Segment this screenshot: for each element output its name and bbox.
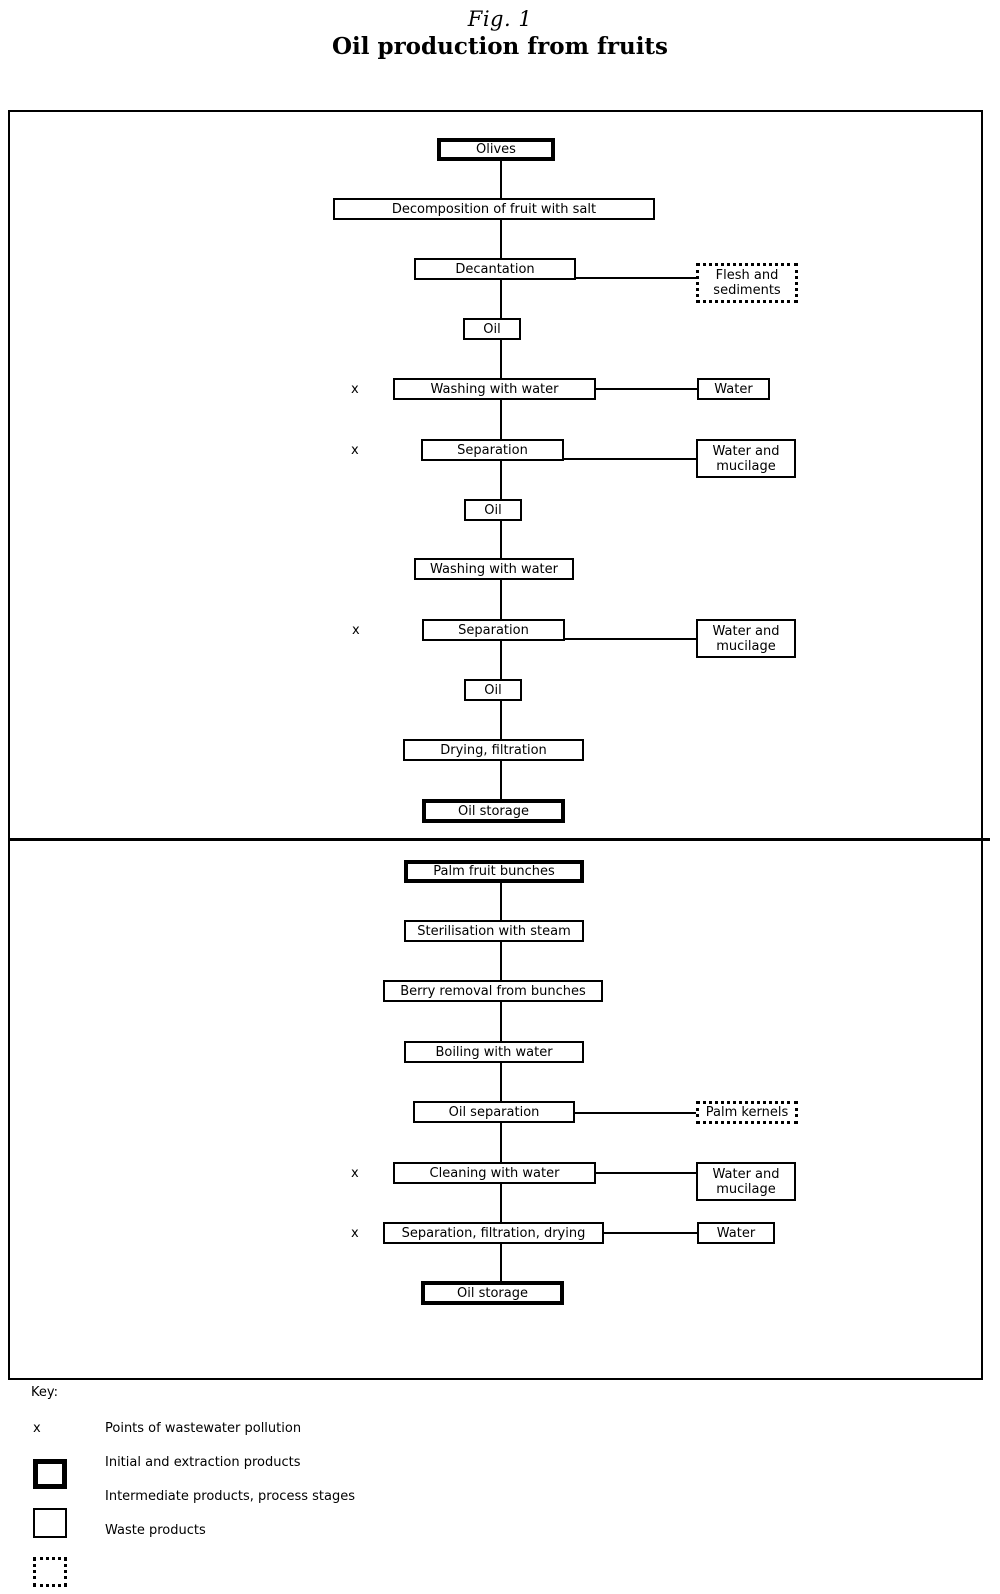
pollution-marker: x (352, 623, 360, 638)
node-oil-storage-olive[interactable]: Oil storage (422, 799, 565, 823)
node-decomposition[interactable]: Decomposition of fruit with salt (333, 198, 655, 220)
key-swatch-waste-products (33, 1557, 67, 1587)
node-drying-filtration[interactable]: Drying, filtration (403, 739, 584, 761)
node-oil-1[interactable]: Oil (463, 318, 521, 340)
node-palm-fruit-bunches[interactable]: Palm fruit bunches (404, 860, 584, 883)
connector-vertical (500, 1230, 502, 1292)
node-washing-1[interactable]: Washing with water (393, 378, 596, 400)
pollution-marker: x (351, 1166, 359, 1181)
connector-horizontal (595, 388, 699, 390)
key-label-intermediate-products: Intermediate products, process stages (105, 1489, 355, 1504)
connector-vertical (500, 448, 502, 510)
connector-vertical (500, 688, 502, 750)
node-water-1[interactable]: Water (697, 378, 770, 400)
key-label-initial-products: Initial and extraction products (105, 1455, 301, 1470)
section-divider (8, 838, 990, 841)
connector-vertical (500, 568, 502, 630)
key-label-waste-products: Waste products (105, 1523, 206, 1538)
pollution-marker: x (351, 443, 359, 458)
node-olives[interactable]: Olives (437, 138, 555, 161)
node-oil-storage-palm[interactable]: Oil storage (421, 1281, 564, 1305)
connector-vertical (500, 208, 502, 270)
key-swatch-initial-products (33, 1459, 67, 1489)
key-block: x Points of wastewater pollution Initial… (0, 1380, 1000, 1594)
node-separation-2[interactable]: Separation (422, 619, 565, 641)
connector-vertical (500, 268, 502, 330)
key-symbol-pollution: x (33, 1421, 41, 1436)
connector-vertical (500, 508, 502, 570)
connector-horizontal (595, 1172, 699, 1174)
connector-vertical (500, 1170, 502, 1232)
node-boiling-with-water[interactable]: Boiling with water (404, 1041, 584, 1063)
node-water-mucilage-2[interactable]: Water and mucilage (696, 619, 796, 658)
connector-vertical (500, 160, 502, 210)
title-block: Fig. 1 Oil production from fruits (0, 6, 1000, 62)
node-separation-filtration-drying[interactable]: Separation, filtration, drying (383, 1222, 604, 1244)
node-water-2[interactable]: Water (697, 1222, 775, 1244)
connector-horizontal (575, 1112, 699, 1114)
node-palm-kernels[interactable]: Palm kernels (696, 1101, 798, 1124)
connector-vertical (500, 328, 502, 390)
node-flesh-and-sediments[interactable]: Flesh and sediments (696, 263, 798, 303)
node-oil-2[interactable]: Oil (464, 499, 522, 521)
node-separation-1[interactable]: Separation (421, 439, 564, 461)
connector-vertical (500, 1110, 502, 1172)
node-decantation[interactable]: Decantation (414, 258, 576, 280)
node-cleaning-with-water[interactable]: Cleaning with water (393, 1162, 596, 1184)
node-oil-3[interactable]: Oil (464, 679, 522, 701)
node-water-mucilage-1[interactable]: Water and mucilage (696, 439, 796, 478)
diagram-frame (8, 110, 983, 1380)
connector-vertical (500, 748, 502, 810)
connector-horizontal (603, 1232, 699, 1234)
connector-horizontal (575, 277, 699, 279)
pollution-marker: x (351, 382, 359, 397)
connector-vertical (500, 882, 502, 932)
node-water-mucilage-3[interactable]: Water and mucilage (696, 1162, 796, 1201)
connector-vertical (500, 628, 502, 690)
node-oil-separation[interactable]: Oil separation (413, 1101, 575, 1123)
connector-vertical (500, 990, 502, 1052)
connector-vertical (500, 1050, 502, 1112)
connector-horizontal (565, 638, 699, 640)
key-swatch-intermediate-products (33, 1508, 67, 1538)
key-label-pollution: Points of wastewater pollution (105, 1421, 302, 1436)
page-title: Oil production from fruits (331, 33, 669, 60)
node-sterilisation[interactable]: Sterilisation with steam (404, 920, 584, 942)
node-washing-2[interactable]: Washing with water (414, 558, 574, 580)
pollution-marker: x (351, 1226, 359, 1241)
connector-vertical (500, 388, 502, 450)
node-berry-removal[interactable]: Berry removal from bunches (383, 980, 603, 1002)
connector-horizontal (563, 458, 699, 460)
connector-vertical (500, 930, 502, 992)
figure-label: Fig. 1 (467, 7, 533, 31)
key-heading: Key: (31, 1385, 59, 1400)
